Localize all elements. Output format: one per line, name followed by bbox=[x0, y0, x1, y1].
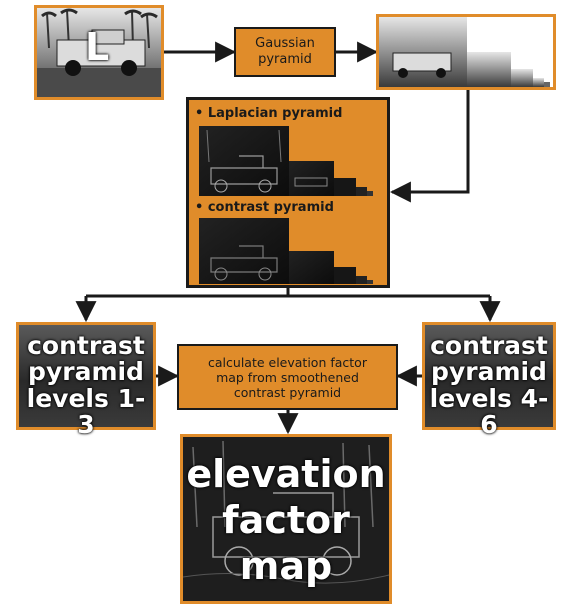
laplacian-pyramid-image bbox=[199, 126, 373, 196]
truck-photo bbox=[37, 8, 161, 97]
gaussian-step-line1: Gaussian bbox=[255, 36, 315, 51]
elevation-factor-map-image: elevation factor map bbox=[180, 434, 392, 604]
elevation-map-texture bbox=[183, 437, 389, 601]
pyramids-panel: • Laplacian pyramid • contrast pyramid bbox=[186, 97, 390, 288]
gaussian-pyramid-levels bbox=[379, 17, 550, 87]
gaussian-pyramid-step: Gaussian pyramid bbox=[234, 27, 336, 77]
left-panel-line3: levels 1-3 bbox=[26, 383, 146, 439]
calculate-elevation-step: calculate elevation factor map from smoo… bbox=[177, 344, 398, 410]
input-image-label: L bbox=[85, 25, 110, 69]
calc-step-line2: map from smoothened bbox=[216, 369, 359, 385]
contrast-levels-4-6-panel: contrast pyramid levels 4-6 bbox=[422, 322, 556, 437]
contrast-pyramid-image bbox=[199, 218, 373, 284]
laplacian-pyramid-label: • Laplacian pyramid bbox=[195, 106, 343, 121]
right-panel-line2: pyramid bbox=[431, 357, 547, 387]
contrast-pyramid-label: • contrast pyramid bbox=[195, 200, 334, 215]
output-line2: factor bbox=[222, 498, 350, 542]
output-line1: elevation bbox=[186, 452, 386, 496]
right-panel-line1: contrast bbox=[430, 331, 548, 360]
arrow-pyramid-to-panel bbox=[389, 88, 470, 203]
gaussian-step-line2: pyramid bbox=[258, 52, 312, 67]
left-panel-line1: contrast bbox=[27, 331, 145, 360]
calc-step-line1: calculate elevation factor bbox=[208, 354, 367, 370]
right-panel-line3: levels 4-6 bbox=[429, 383, 549, 439]
left-panel-line2: pyramid bbox=[28, 357, 144, 387]
contrast-levels-1-3-panel: contrast pyramid levels 1-3 bbox=[16, 322, 156, 437]
input-image: L bbox=[34, 5, 164, 100]
gaussian-pyramid-image bbox=[376, 14, 556, 90]
calc-step-line3: contrast pyramid bbox=[233, 384, 342, 400]
output-line3: map bbox=[239, 544, 333, 588]
